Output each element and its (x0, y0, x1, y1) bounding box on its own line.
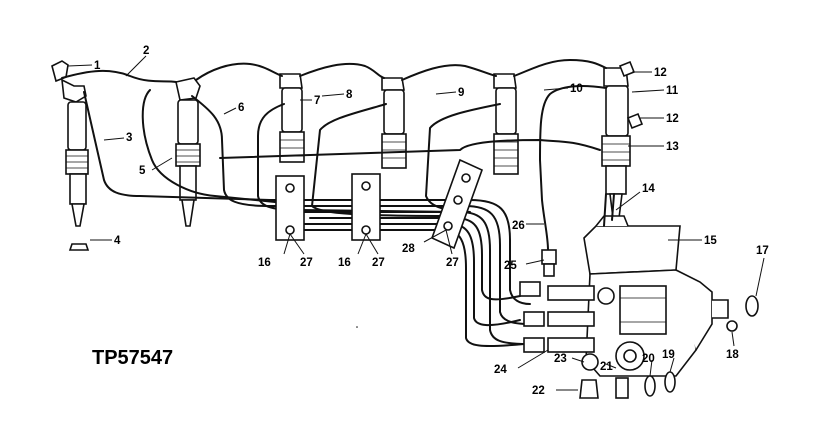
callout-18: 18 (726, 349, 739, 361)
injector-nozzle-3 (279, 73, 305, 163)
washer-23 (581, 353, 599, 371)
injector-nozzle-2 (175, 77, 201, 227)
callout-5: 5 (139, 165, 146, 177)
clamp-2 (351, 173, 381, 241)
injector-nozzle-1 (51, 60, 89, 227)
injection-pump (519, 215, 729, 377)
injector-nozzle-5 (493, 73, 519, 175)
callout-13: 13 (666, 141, 679, 153)
fuel-line-14 (603, 193, 607, 227)
fitting-20 (615, 377, 629, 399)
pressure-line-6 (191, 95, 271, 207)
callout-7: 7 (314, 95, 320, 107)
fitting-25 (541, 249, 557, 277)
callout-12-low: 12 (666, 113, 679, 125)
callout-27-b: 27 (372, 257, 385, 269)
callout-23: 23 (554, 353, 567, 365)
callout-25: 25 (504, 260, 517, 272)
pressure-line-3 (83, 91, 271, 201)
callout-27-a: 27 (300, 257, 313, 269)
callout-24: 24 (494, 364, 507, 376)
callout-22: 22 (532, 385, 545, 397)
callout-6: 6 (238, 102, 244, 114)
callout-21: 21 (600, 361, 613, 373)
leak-off-line (61, 59, 607, 83)
pressure-line-5 (141, 89, 276, 203)
callout-9: 9 (458, 87, 464, 99)
clamp-3 (430, 158, 484, 250)
figure-id: TP57547 (92, 347, 173, 369)
seal-19 (644, 375, 656, 397)
fitting-12-low (626, 112, 644, 130)
clamp-1 (275, 175, 305, 241)
callout-leaders (67, 55, 765, 391)
callout-12-top: 12 (654, 67, 667, 79)
callout-20: 20 (642, 353, 655, 365)
callout-16-a: 16 (258, 257, 271, 269)
seal-19b (664, 371, 676, 393)
callout-26: 26 (512, 220, 525, 232)
plug-17 (745, 295, 759, 317)
callout-11: 11 (666, 85, 679, 97)
pressure-line-10 (539, 85, 607, 251)
callout-1: 1 (94, 60, 101, 72)
callout-19: 19 (662, 349, 675, 361)
fitting-22 (579, 379, 599, 399)
callout-17: 17 (756, 245, 769, 257)
callout-28: 28 (402, 243, 415, 255)
pressure-line-bundle (269, 199, 531, 347)
callout-2: 2 (143, 45, 149, 57)
callout-10: 10 (570, 83, 583, 95)
callout-8: 8 (346, 89, 353, 101)
pressure-line-13 (219, 139, 601, 159)
callout-15: 15 (704, 235, 717, 247)
callout-14: 14 (642, 183, 655, 195)
washer-18 (726, 320, 738, 332)
callout-16-b: 16 (338, 257, 351, 269)
injector-nozzle-4 (381, 77, 407, 169)
callout-4: 4 (114, 235, 121, 247)
callout-27-c: 27 (446, 257, 459, 269)
washer-4 (68, 243, 90, 251)
callout-3: 3 (126, 132, 132, 144)
